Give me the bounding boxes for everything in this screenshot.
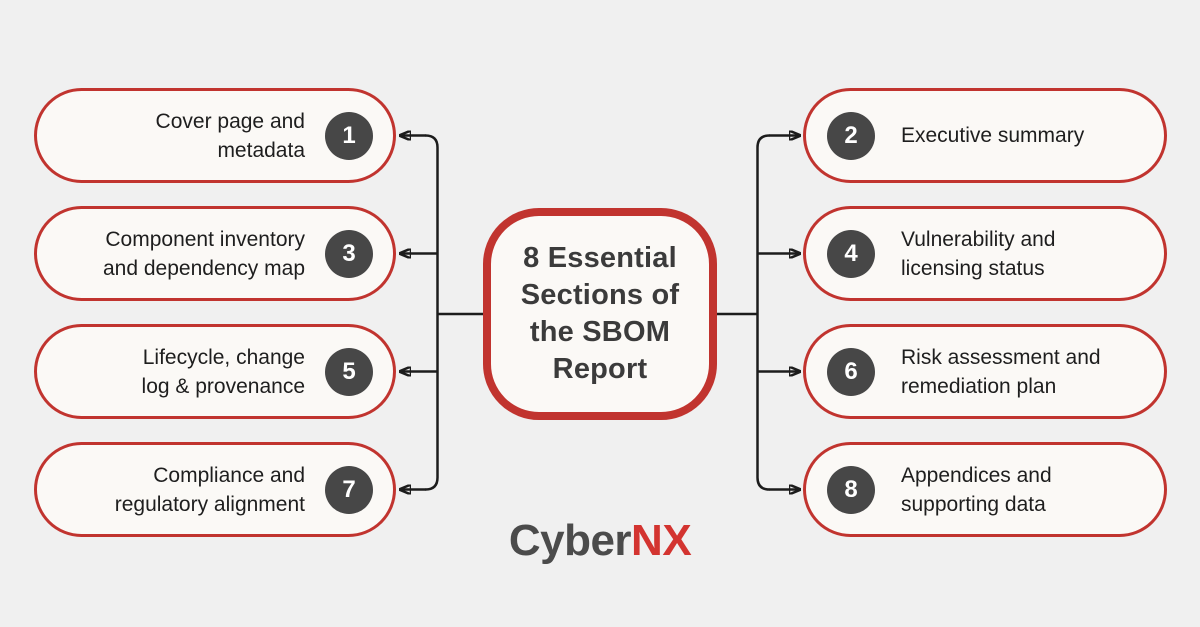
logo-text-red: NX (631, 516, 692, 565)
section-number-6: 6 (827, 347, 875, 396)
section-label-2: Executive summary (901, 124, 1085, 147)
cybernx-logo: CyberNX (0, 516, 1200, 566)
section-number-1: 1 (325, 111, 373, 160)
section-pill-4: 4 Vulnerability and licensing status (803, 206, 1167, 301)
connector-trunk-left (425, 134, 439, 491)
section-label-4: Vulnerability and licensing status (901, 227, 1056, 280)
section-pill-5: Lifecycle, change log & provenance 5 (34, 324, 396, 419)
section-pill-7: Compliance and regulatory alignment 7 (34, 442, 396, 537)
section-label-1: Cover page and metadata (155, 109, 305, 162)
section-pill-6: 6 Risk assessment and remediation plan (803, 324, 1167, 419)
section-pill-2: 2 Executive summary (803, 88, 1167, 183)
section-number-8: 8 (827, 465, 875, 514)
section-label-5: Lifecycle, change log & provenance (141, 345, 305, 398)
logo-text-gray: Cyber (508, 516, 632, 565)
section-number-2: 2 (827, 111, 875, 160)
section-number-3: 3 (325, 229, 373, 278)
section-pill-1: Cover page and metadata 1 (34, 88, 396, 183)
section-number-7: 7 (325, 465, 373, 514)
center-title-box: 8 Essential Sections of the SBOM Report (483, 208, 717, 420)
diagram-title: 8 Essential Sections of the SBOM Report (520, 242, 680, 385)
section-number-4: 4 (827, 229, 875, 278)
section-number-5: 5 (325, 347, 373, 396)
section-label-7: Compliance and regulatory alignment (114, 463, 305, 516)
section-label-6: Risk assessment and remediation plan (901, 345, 1101, 398)
section-pill-8: 8 Appendices and supporting data (803, 442, 1167, 537)
section-pill-3: Component inventory and dependency map 3 (34, 206, 396, 301)
section-label-8: Appendices and supporting data (901, 463, 1052, 516)
connector-trunk-right (756, 134, 770, 491)
section-label-3: Component inventory and dependency map (103, 227, 305, 280)
